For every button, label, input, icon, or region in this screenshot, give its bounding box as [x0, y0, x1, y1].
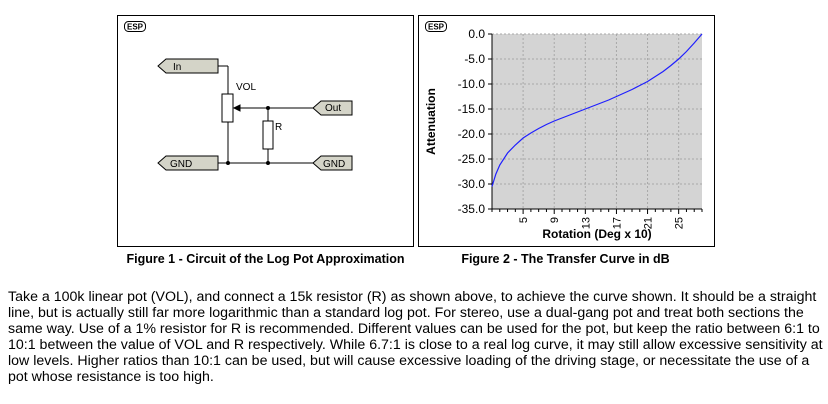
r-label: R [275, 122, 282, 133]
figure2-caption: Figure 2 - The Transfer Curve in dB [461, 252, 670, 266]
esp-logo-icon: ESP [124, 21, 146, 32]
in-label: In [173, 62, 181, 73]
x-tick-label: 21 [643, 217, 655, 229]
r-resistor [262, 120, 274, 150]
out-terminal [312, 100, 353, 116]
gnd-right-label: GND [323, 159, 345, 170]
gnd-right-terminal [312, 155, 353, 171]
y-tick-label: -25.0 [458, 152, 486, 166]
y-tick-label: 0.0 [468, 27, 485, 41]
y-tick-label: -15.0 [458, 102, 486, 116]
y-tick-label: -20.0 [458, 127, 486, 141]
junction-dot [266, 106, 270, 110]
x-tick-label: 9 [549, 217, 561, 223]
figure1-panel: ESP In VOL [117, 15, 414, 247]
vol-label: VOL [236, 82, 256, 93]
body-paragraph: Take a 100k linear pot (VOL), and connec… [8, 289, 823, 385]
series-line [491, 33, 703, 187]
plot-area [492, 34, 702, 209]
y-axis-label: Attenuation [424, 88, 438, 155]
vol-potentiometer [221, 93, 234, 123]
transfer-curve-chart: 0.0 -5.0 -10.0 -15.0 -20.0 -25.0 -30.0 -35.0 5 9… [424, 27, 703, 241]
junction-dot [226, 161, 230, 165]
x-tick-label: 17 [611, 217, 623, 229]
y-tick-label: -10.0 [458, 77, 486, 91]
svg-text:ESP: ESP [428, 23, 445, 32]
junction-dot [266, 161, 270, 165]
y-tick-label: -5.0 [464, 52, 485, 66]
x-tick-label: 13 [580, 217, 592, 229]
x-axis-label: Rotation (Deg x 10) [542, 227, 651, 241]
x-tick-label: 25 [674, 217, 686, 229]
figure2-panel: ESP 0.0 -5.0 -10.0 -15.0 -20.0 -25.0 -30.0 -35.… [418, 15, 715, 247]
circuit-diagram: In VOL Out R GND GND [157, 58, 353, 171]
in-terminal [157, 58, 219, 74]
esp-logo-icon: ESP [425, 21, 447, 32]
y-tick-label: -35.0 [458, 202, 486, 216]
svg-text:ESP: ESP [127, 23, 144, 32]
y-tick-label: -30.0 [458, 177, 486, 191]
x-tick-label: 5 [518, 217, 530, 223]
figure1-caption: Figure 1 - Circuit of the Log Pot Approx… [126, 252, 405, 266]
out-label: Out [325, 103, 341, 114]
gnd-left-label: GND [170, 159, 192, 170]
